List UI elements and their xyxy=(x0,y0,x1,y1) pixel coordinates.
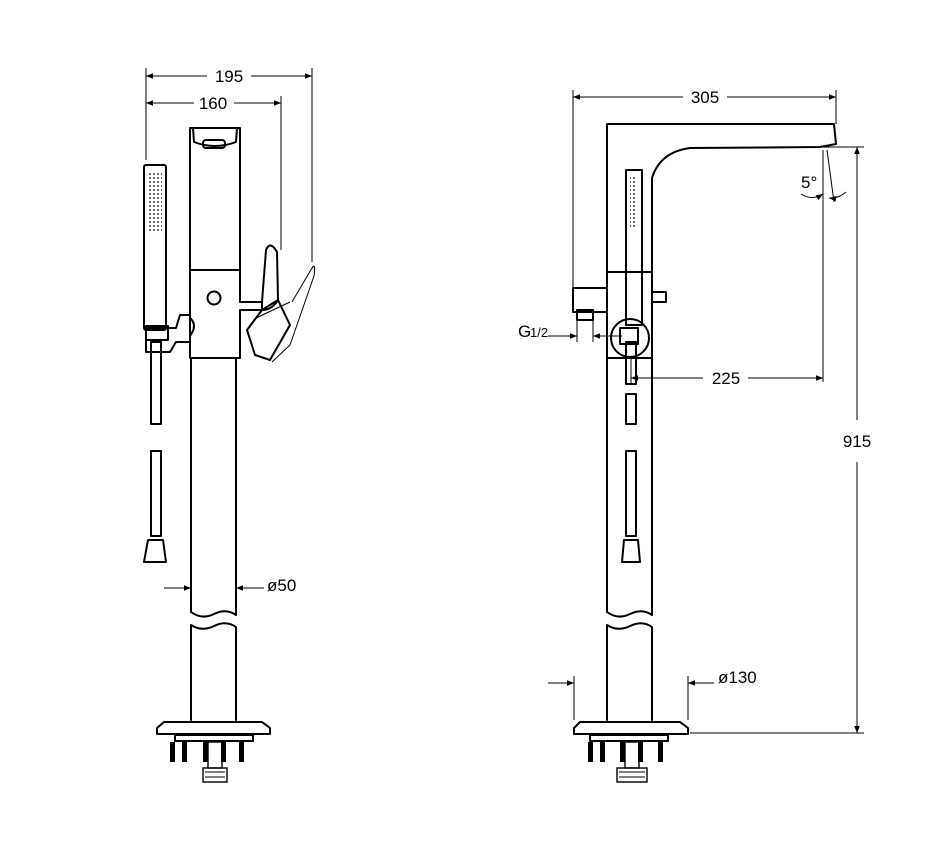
dimension-diameter-130-label: ø130 xyxy=(718,668,757,687)
hose-front xyxy=(143,341,167,563)
dimension-base-diameter: ø130 xyxy=(548,668,757,720)
hand-shower-side xyxy=(625,169,643,326)
inlet-connector-side xyxy=(572,271,667,359)
dimension-diameter-50-label: ø50 xyxy=(267,576,296,595)
mixer-body-front xyxy=(145,127,263,359)
dimension-thread: G 1/2 xyxy=(518,318,622,342)
dimension-160-label: 160 xyxy=(199,94,227,113)
dimension-angle-label: 5° xyxy=(801,173,817,192)
dimension-195: 195 xyxy=(145,67,313,262)
standing-pipe-side xyxy=(606,357,653,721)
dimension-pipe-diameter: ø50 xyxy=(164,576,296,595)
dimension-305-label: 305 xyxy=(691,88,719,107)
thread-g-label: G xyxy=(518,322,531,341)
dimension-915-label: 915 xyxy=(843,432,871,451)
hose-holder-side xyxy=(610,318,650,385)
dimension-915: 915 xyxy=(690,146,871,734)
thread-half-label: 1/2 xyxy=(530,325,548,340)
standing-pipe-front xyxy=(190,357,237,721)
front-view: 195 160 ø50 xyxy=(143,67,316,783)
lever-handle-front xyxy=(246,244,316,363)
dimension-225-label: 225 xyxy=(712,369,740,388)
dimension-angle: 5° xyxy=(800,149,847,382)
dimension-225: 225 xyxy=(630,356,823,388)
base-plate-front xyxy=(156,721,271,783)
dimension-160: 160 xyxy=(146,94,282,250)
hand-shower-front xyxy=(143,164,167,331)
base-plate-side xyxy=(573,721,689,783)
side-view: 305 5° 915 225 G 1/2 xyxy=(518,88,871,783)
dimension-305: 305 xyxy=(572,88,837,288)
hose-side xyxy=(621,393,641,563)
dimension-195-label: 195 xyxy=(215,67,243,86)
